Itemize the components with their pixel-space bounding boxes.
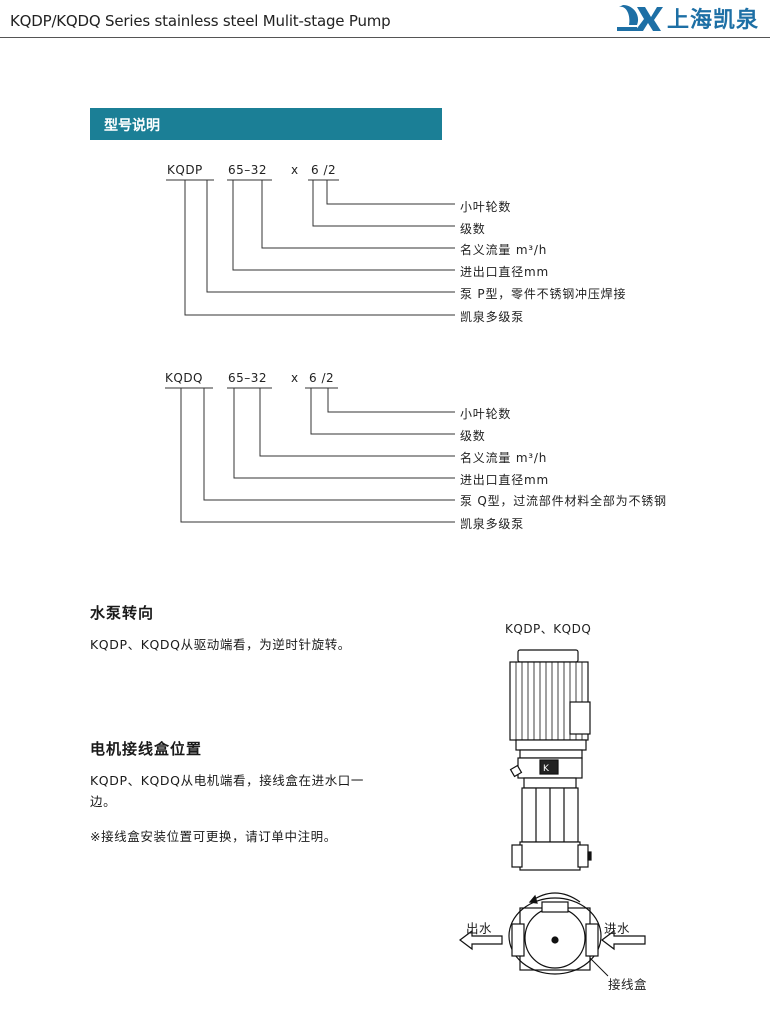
section-heading: 型号说明 [104, 118, 160, 134]
terminal-box-label: 接线盒 [608, 977, 648, 992]
model-item-stages-2: 级数 [460, 429, 486, 443]
model-code-leader-lines [165, 179, 455, 523]
section-heading-bar: 型号说明 [90, 108, 442, 140]
pump-drawing: K [459, 649, 646, 977]
model-code-size-2: 65–32 [228, 371, 268, 385]
model-item-stages: 级数 [460, 222, 486, 236]
inlet-label: 进水 [604, 921, 631, 936]
model-item-diameter: 进出口直径mm [460, 265, 549, 279]
model-code-x-1: x [291, 163, 299, 177]
terminal-box-heading: 电机接线盒位置 [90, 740, 203, 758]
model-item-flow-2: 名义流量 m³/h [460, 451, 548, 465]
model-item-brand: 凯泉多级泵 [460, 310, 525, 324]
model-item-impeller-2: 小叶轮数 [460, 407, 512, 421]
svg-text:K: K [543, 764, 550, 774]
model-code-stage-2: 6 /2 [309, 371, 335, 385]
brand-logo: 上海凯泉 [617, 2, 759, 34]
model-item-flow: 名义流量 m³/h [460, 243, 548, 257]
model-code-series-2: KQDQ [165, 371, 203, 385]
model-item-impeller: 小叶轮数 [460, 200, 512, 214]
rotation-heading: 水泵转向 [90, 604, 155, 622]
model-code-stage-1: 6 /2 [311, 163, 337, 177]
inlet-flange [585, 923, 599, 957]
motor-cap [517, 649, 579, 663]
model-code-x-2: x [291, 371, 299, 385]
inlet-arrow-icon [601, 929, 646, 951]
rotation-text: KQDP、KQDQ从驱动端看，为逆时针旋转。 [90, 637, 351, 652]
terminal-box-note: ※接线盒安装位置可更换，请订单中注明。 [90, 829, 337, 844]
model-item-brand-2: 凯泉多级泵 [460, 517, 525, 531]
kaiquan-logo-icon [617, 5, 663, 31]
terminal-box [569, 701, 591, 735]
header-divider [0, 37, 770, 38]
model-code-size-1: 65–32 [228, 163, 268, 177]
outlet-flange [511, 923, 525, 957]
figure-caption: KQDP、KQDQ [505, 622, 592, 636]
terminal-box-text: KQDP、KQDQ从电机端看，接线盒在进水口一边。 [90, 773, 364, 809]
model-item-diameter-2: 进出口直径mm [460, 473, 549, 487]
model-code-series-1: KQDP [167, 163, 203, 177]
outlet-arrow-icon [459, 929, 503, 951]
model-item-type: 泵 P型，零件不锈钢冲压焊接 [460, 287, 627, 301]
model-item-type-2: 泵 Q型，过流部件材料全部为不锈钢 [460, 494, 667, 508]
brand-name: 上海凯泉 [667, 8, 760, 33]
document-title: KQDP/KQDQ Series stainless steel Mulit-s… [10, 12, 391, 30]
outlet-label: 出水 [466, 921, 493, 936]
pump-base [519, 841, 581, 871]
